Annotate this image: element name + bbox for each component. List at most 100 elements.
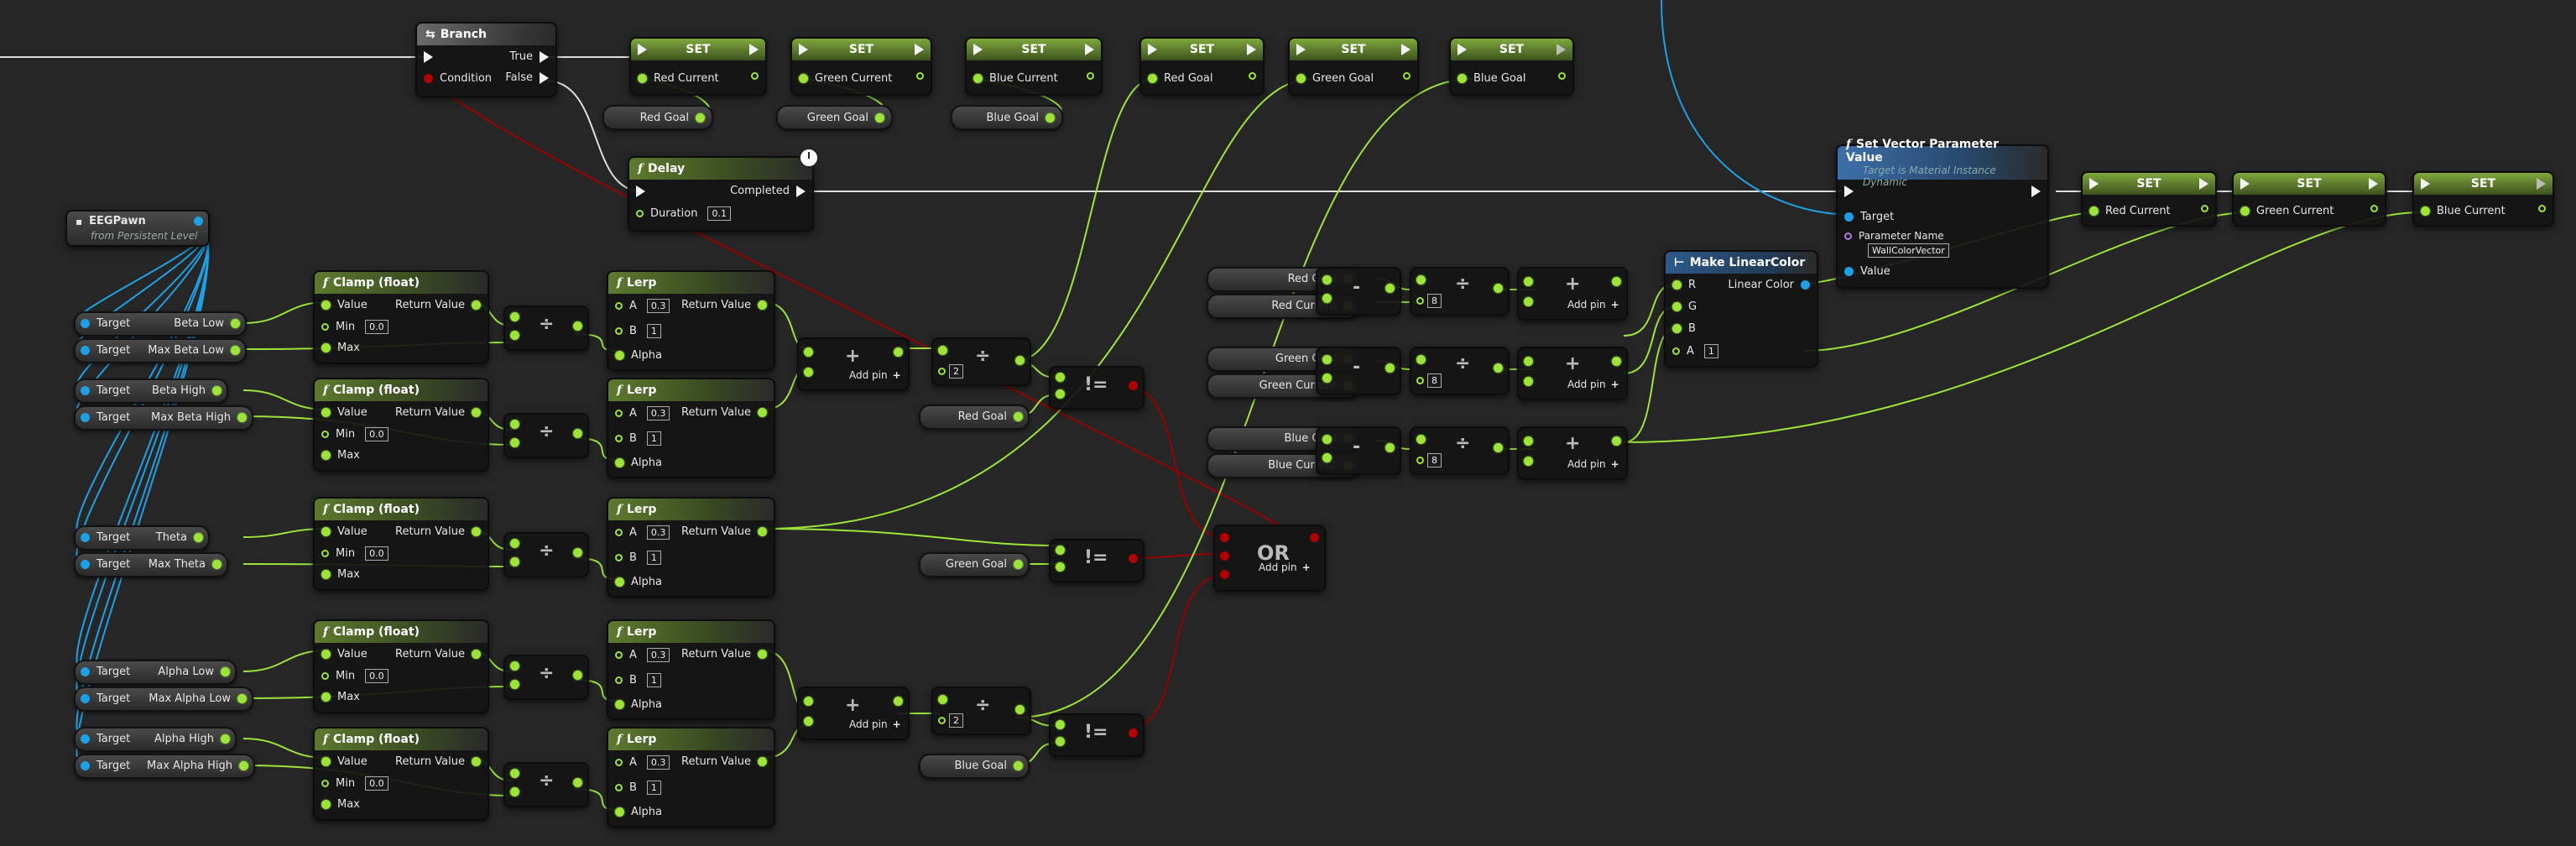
max-pin[interactable]: Max <box>321 449 367 462</box>
divisor-input[interactable]: 8 <box>1427 294 1442 308</box>
g-pin[interactable]: G <box>1672 300 1703 313</box>
value-pin[interactable]: Value <box>321 299 374 311</box>
min-input[interactable]: 0.0 <box>365 776 388 791</box>
divide-node-bottom[interactable]: ÷ 2 <box>931 687 1031 735</box>
subtract-node[interactable]: - <box>1316 267 1401 316</box>
set-node-right-red[interactable]: SET Red Current <box>2081 171 2217 227</box>
out-pin[interactable] <box>1087 72 1094 80</box>
out-pin[interactable] <box>1403 72 1411 80</box>
return-pin[interactable]: Return Value <box>675 648 767 661</box>
exec-out-pin[interactable] <box>1557 44 1566 55</box>
value-pin[interactable]: Green Current <box>799 72 899 85</box>
alpha-pin[interactable]: Alpha <box>615 806 669 818</box>
value-pin[interactable]: Blue Current <box>2421 205 2512 217</box>
exec-in-pin[interactable] <box>973 44 983 55</box>
set-node-green-goal[interactable]: SET Green Goal <box>1288 37 1419 96</box>
max-pin[interactable]: Max <box>321 798 367 811</box>
exec-out-pin[interactable] <box>1247 44 1256 55</box>
return-pin[interactable]: Return Value <box>675 406 767 419</box>
set-node-red-current[interactable]: SET Red Current <box>629 37 767 96</box>
divide-by-8-node[interactable]: ÷8 <box>1410 267 1510 316</box>
a-input[interactable]: 0.3 <box>646 525 670 540</box>
true-pin[interactable]: True <box>503 50 549 63</box>
return-pin[interactable]: Return Value <box>675 755 767 768</box>
add-node[interactable]: +Add pin+ <box>1517 426 1628 480</box>
exec-out-pin[interactable] <box>915 44 924 55</box>
duration-input[interactable]: 0.1 <box>707 206 731 221</box>
a-input[interactable]: 0.3 <box>646 406 670 420</box>
value-pin[interactable]: Value <box>321 525 374 538</box>
condition-pin[interactable]: Condition <box>424 72 498 85</box>
set-node-blue-goal[interactable]: SET Blue Goal <box>1449 37 1574 96</box>
divide-by-8-node[interactable]: ÷8 <box>1410 347 1510 395</box>
linear-color-out-pin[interactable]: Linear Color <box>1722 279 1810 291</box>
return-pin[interactable]: Return Value <box>388 648 481 661</box>
exec-in-pin[interactable] <box>1457 44 1467 55</box>
divide-node[interactable]: ÷ <box>503 655 589 700</box>
min-input[interactable]: 0.0 <box>365 546 388 561</box>
min-input[interactable]: 0.0 <box>365 669 388 683</box>
divide-node[interactable]: ÷ <box>503 762 589 807</box>
out-pin[interactable] <box>1558 72 1566 80</box>
b-input[interactable]: 1 <box>646 781 661 795</box>
b-input[interactable]: 1 <box>646 673 661 687</box>
subtract-node[interactable]: - <box>1316 426 1401 475</box>
value-pin[interactable]: Green Goal <box>1296 72 1380 85</box>
get-blue-goal-compare[interactable]: Blue Goal <box>919 754 1030 779</box>
not-equal-node-blue[interactable]: != <box>1049 713 1145 757</box>
get-red-goal[interactable]: Red Goal <box>602 105 713 130</box>
or-node[interactable]: OR Add pin+ <box>1213 525 1326 592</box>
not-equal-node-green[interactable]: != <box>1049 539 1145 582</box>
b-input[interactable]: 1 <box>646 324 661 338</box>
return-pin[interactable]: Return Value <box>388 406 481 419</box>
add-pin-button[interactable]: Add pin+ <box>1567 379 1619 390</box>
object-out-pin[interactable] <box>194 217 203 226</box>
b-pin[interactable]: B <box>1672 322 1703 335</box>
divisor-input[interactable]: 8 <box>1427 453 1442 467</box>
value-pin[interactable]: Blue Goal <box>1457 72 1533 85</box>
divide-by-8-node[interactable]: ÷8 <box>1410 426 1510 475</box>
value-pin[interactable]: Value <box>321 648 374 661</box>
exec-in-pin[interactable] <box>1148 44 1157 55</box>
a-input[interactable]: 0.3 <box>646 648 670 662</box>
b-input[interactable]: 1 <box>646 431 661 446</box>
param-name-input[interactable]: WallColorVector <box>1868 243 1949 258</box>
return-pin[interactable]: Return Value <box>388 299 481 311</box>
exec-out-pin[interactable] <box>1085 44 1094 55</box>
exec-out-pin[interactable] <box>2031 185 2041 197</box>
get-red-goal-compare[interactable]: Red Goal <box>919 405 1030 430</box>
add-node-top[interactable]: + Add pin+ <box>797 337 910 391</box>
return-pin[interactable]: Return Value <box>388 525 481 538</box>
get-green-goal[interactable]: Green Goal <box>776 105 893 130</box>
add-pin-button[interactable]: Add pin+ <box>1567 458 1619 470</box>
value-pin[interactable]: Green Current <box>2240 205 2340 217</box>
divisor-input[interactable]: 2 <box>949 364 963 379</box>
not-equal-node-red[interactable]: != <box>1049 366 1145 410</box>
add-pin-button[interactable]: Add pin+ <box>849 369 901 381</box>
